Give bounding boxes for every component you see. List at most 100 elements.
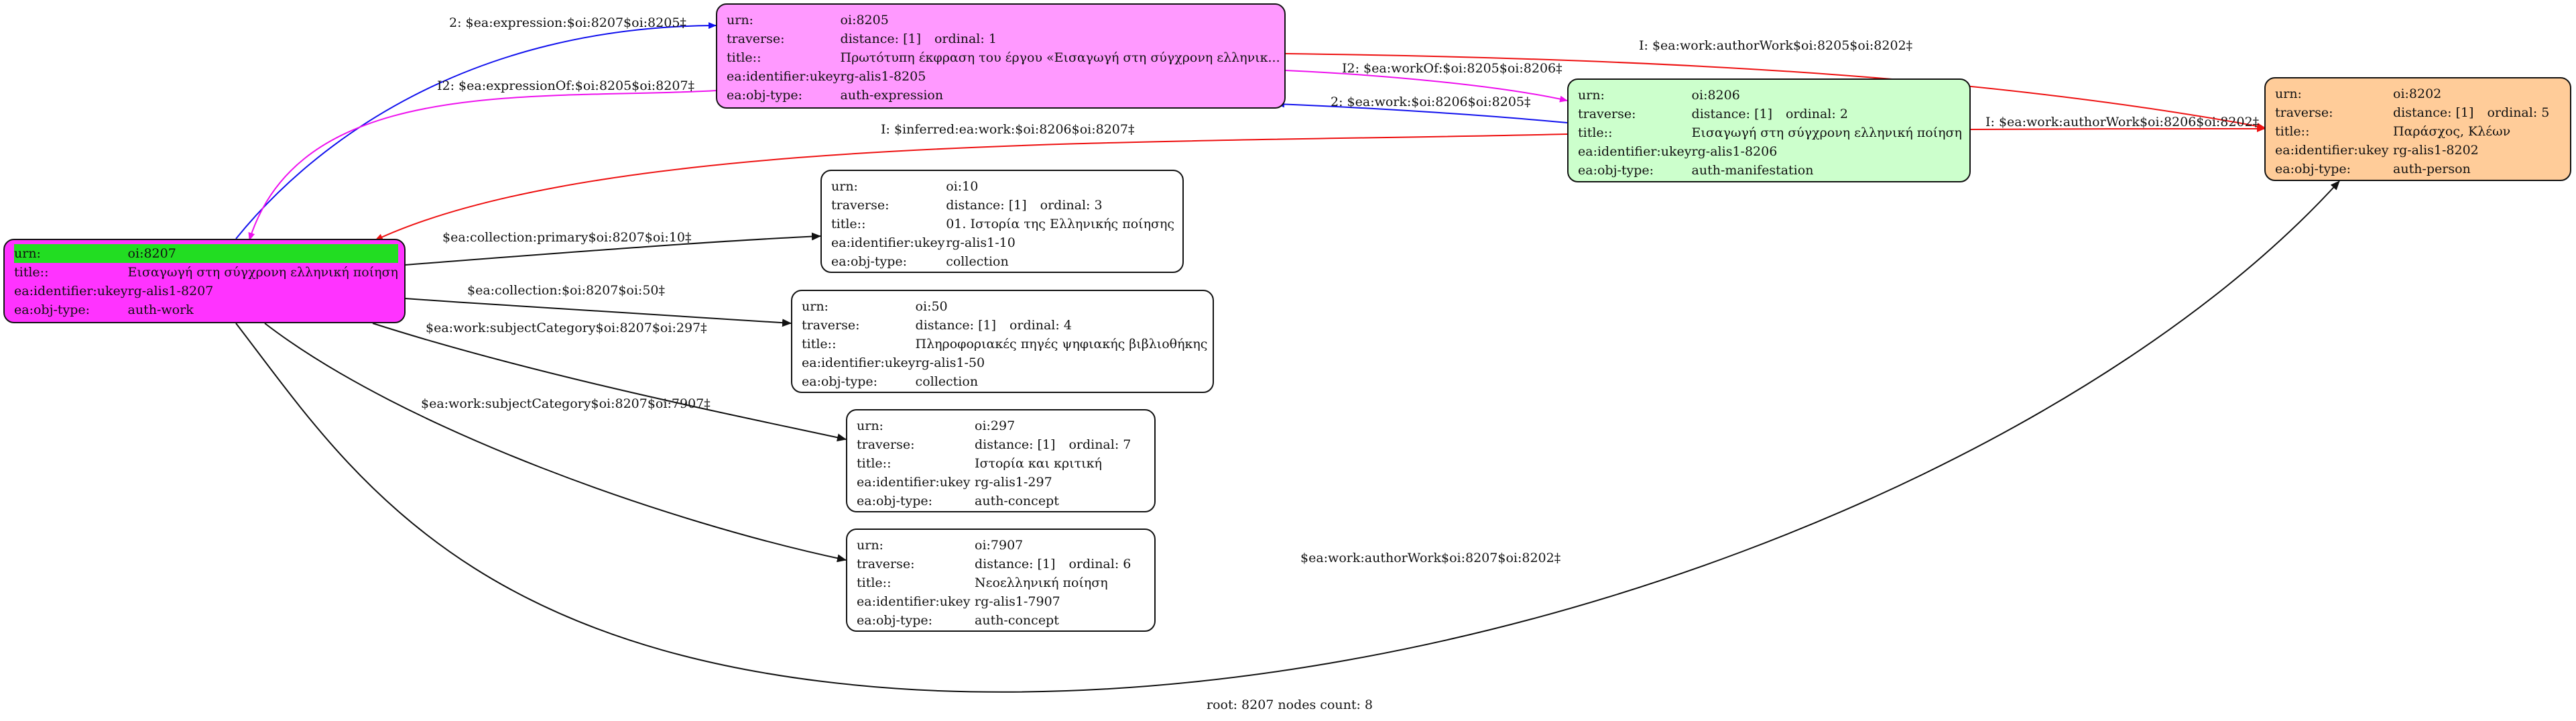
title-value: Νεοελληνική ποίηση <box>975 575 1108 590</box>
ukey-key: ea:identifier:ukey <box>857 594 971 609</box>
traverse-value: distance: [1]ordinal: 6 <box>975 555 1131 573</box>
ordinal-value: ordinal: 4 <box>1009 318 1072 333</box>
ukey-value: rg-alis1-297 <box>975 475 1052 490</box>
urn-value: oi:10 <box>946 179 979 194</box>
traverse-value: distance: [1]ordinal: 7 <box>975 435 1131 454</box>
traverse-row: traverse: distance: [1]ordinal: 1 <box>727 30 1280 48</box>
node-oi-10-fields: urn: oi:10 traverse: distance: [1]ordina… <box>831 177 1174 271</box>
type-row: ea:obj-type: auth-manifestation <box>1578 161 1962 180</box>
ordinal-value: ordinal: 6 <box>1068 557 1131 571</box>
title-value: Πρωτότυπη έκφραση του έργου «Εισαγωγή στ… <box>840 50 1280 65</box>
urn-row: urn: oi:297 <box>857 417 1131 435</box>
title-key: title:: <box>1578 125 1613 140</box>
title-key: title:: <box>802 337 837 351</box>
type-value: auth-person <box>2393 162 2471 176</box>
urn-key: urn: <box>1578 88 1605 103</box>
ukey-key: ea:identifier:ukey <box>727 69 841 84</box>
node-oi-10[interactable]: urn: oi:10 traverse: distance: [1]ordina… <box>820 170 1184 273</box>
traverse-key: traverse: <box>802 318 860 333</box>
distance-value: distance: [1] <box>840 32 921 46</box>
traverse-key: traverse: <box>2275 105 2333 120</box>
edge-label-e2: I2: $ea:expressionOf:$oi:8205$oi:8207‡ <box>437 78 694 93</box>
ukey-row: ea:identifier:ukey rg-alis1-8205 <box>727 67 1280 86</box>
traverse-value: distance: [1] ordinal: 1 <box>841 30 1280 48</box>
edge-label-e10: $ea:work:subjectCategory$oi:8207$oi:297‡ <box>426 321 707 335</box>
type-key: ea:obj-type: <box>727 88 803 103</box>
urn-key: urn: <box>2275 87 2302 101</box>
node-oi-8207-fields: urn: oi:8207 title:: Εισαγωγή στη σύγχρο… <box>14 244 398 319</box>
edge-label-e9: $ea:collection:$oi:8207$oi:50‡ <box>467 283 665 298</box>
type-value: auth-concept <box>975 494 1059 508</box>
traverse-key: traverse: <box>1578 107 1636 121</box>
node-oi-7907[interactable]: urn: oi:7907 traverse: distance: [1]ordi… <box>846 529 1156 632</box>
title-row: title:: Νεοελληνική ποίηση <box>857 573 1131 592</box>
edge-label-e11: $ea:work:subjectCategory$oi:8207$oi:7907… <box>421 396 711 411</box>
title-key: title:: <box>14 265 49 280</box>
title-row: title:: Πρωτότυπη έκφραση του έργου «Εισ… <box>727 48 1280 67</box>
edge-e11 <box>264 323 847 563</box>
traverse-key: traverse: <box>831 198 890 213</box>
ukey-value: rg-alis1-10 <box>946 235 1016 250</box>
node-oi-8206[interactable]: urn: oi:8206 traverse: distance: [1]ordi… <box>1567 78 1971 182</box>
title-key: title:: <box>857 575 892 590</box>
urn-value: oi:8202 <box>2393 87 2442 101</box>
ukey-row: ea:identifier:ukey rg-alis1-8202 <box>2275 141 2549 160</box>
ukey-value: rg-alis1-8202 <box>2393 143 2479 158</box>
edge-label-e8: $ea:collection:primary$oi:8207$oi:10‡ <box>442 230 692 245</box>
node-oi-8202[interactable]: urn: oi:8202 traverse: distance: [1]ordi… <box>2264 77 2571 181</box>
edge-e12 <box>235 180 2340 693</box>
type-key: ea:obj-type: <box>802 374 878 389</box>
distance-value: distance: [1] <box>946 198 1027 213</box>
type-row: ea:obj-type: auth-expression <box>727 86 1280 105</box>
urn-value: oi:8207 <box>127 244 398 263</box>
traverse-value: distance: [1]ordinal: 3 <box>946 196 1174 215</box>
ordinal-value: ordinal: 5 <box>2487 105 2550 120</box>
ukey-row: ea:identifier:ukey rg-alis1-7907 <box>857 592 1131 611</box>
type-key: ea:obj-type: <box>1578 163 1654 178</box>
type-value: auth-concept <box>975 613 1059 628</box>
node-oi-8207[interactable]: urn: oi:8207 title:: Εισαγωγή στη σύγχρο… <box>3 239 406 323</box>
traverse-value: distance: [1]ordinal: 4 <box>916 316 1208 335</box>
traverse-row: traverse: distance: [1]ordinal: 5 <box>2275 103 2549 122</box>
title-value: Εισαγωγή στη σύγχρονη ελληνική ποίηση <box>127 265 398 280</box>
urn-key: urn: <box>802 299 829 314</box>
ukey-key: ea:identifier:ukey <box>802 355 916 370</box>
type-row: ea:obj-type: auth-work <box>14 300 398 319</box>
title-value: Πληροφοριακές πηγές ψηφιακής βιβλιοθήκης <box>915 337 1208 351</box>
urn-row: urn: oi:10 <box>831 177 1174 196</box>
traverse-row: traverse: distance: [1]ordinal: 6 <box>857 555 1131 573</box>
ukey-row: ea:identifier:ukey rg-alis1-8206 <box>1578 142 1962 161</box>
ukey-key: ea:identifier:ukey <box>2275 143 2389 158</box>
title-key: title:: <box>2275 124 2310 139</box>
traverse-row: traverse: distance: [1]ordinal: 2 <box>1578 105 1962 123</box>
traverse-row: traverse: distance: [1]ordinal: 4 <box>802 316 1207 335</box>
urn-key: urn: <box>831 179 858 194</box>
edge-e2 <box>248 90 718 241</box>
traverse-row: traverse: distance: [1]ordinal: 7 <box>857 435 1131 454</box>
type-row: ea:obj-type: collection <box>802 372 1207 391</box>
edge-label-e7: I: $inferred:ea:work:$oi:8206$oi:8207‡ <box>881 122 1135 137</box>
node-oi-297[interactable]: urn: oi:297 traverse: distance: [1]ordin… <box>846 409 1156 512</box>
ukey-row: ea:identifier:ukey rg-alis1-8207 <box>14 282 398 300</box>
node-oi-8205[interactable]: urn: oi:8205 traverse: distance: [1]ordi… <box>716 3 1286 109</box>
urn-value: oi:50 <box>915 299 948 314</box>
node-oi-50[interactable]: urn: oi:50 traverse: distance: [1]ordina… <box>791 290 1214 393</box>
node-oi-50-fields: urn: oi:50 traverse: distance: [1]ordina… <box>802 297 1207 391</box>
type-value: auth-expression <box>840 88 944 103</box>
ordinal-value: ordinal: 1 <box>934 32 997 46</box>
distance-value: distance: [1] <box>975 437 1056 452</box>
edge-e4 <box>1285 70 1568 103</box>
edge-label-e4: I2: $ea:workOf:$oi:8205$oi:8206‡ <box>1342 61 1562 76</box>
type-row: ea:obj-type: auth-person <box>2275 160 2549 178</box>
type-row: ea:obj-type: auth-concept <box>857 611 1131 630</box>
node-oi-8206-fields: urn: oi:8206 traverse: distance: [1]ordi… <box>1578 86 1962 180</box>
title-row: title:: Παράσχος, Κλέων <box>2275 122 2549 141</box>
ukey-value: rg-alis1-8207 <box>127 284 214 298</box>
title-row: title:: Πληροφοριακές πηγές ψηφιακής βιβ… <box>802 335 1207 353</box>
urn-value: oi:7907 <box>975 538 1024 553</box>
title-key: title:: <box>831 217 866 231</box>
ukey-row: ea:identifier:ukey rg-alis1-10 <box>831 233 1174 252</box>
edge-label-e3: I: $ea:work:authorWork$oi:8205$oi:8202‡ <box>1639 38 1912 53</box>
